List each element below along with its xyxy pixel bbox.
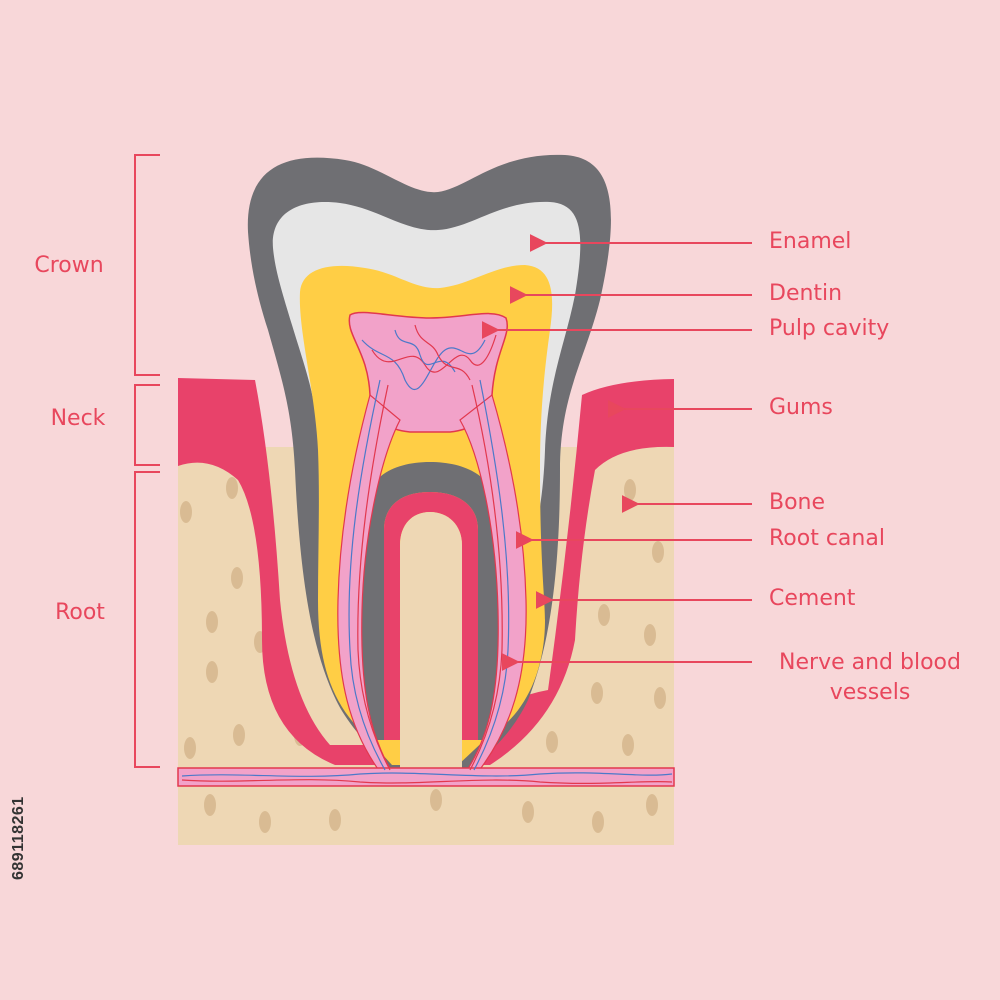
nerve-blood-vessels-label: Nerve and blood vessels <box>765 650 975 707</box>
neck-bracket <box>134 384 160 466</box>
stock-id-text: 689118261 <box>10 796 27 880</box>
neck-label: Neck <box>50 406 106 431</box>
dentin-label: Dentin <box>769 281 843 306</box>
nerve-canal-horizontal <box>177 767 675 787</box>
pointer-lines <box>481 234 752 671</box>
crown-label: Crown <box>34 253 104 278</box>
bone-label: Bone <box>769 490 826 515</box>
inner-gum-arch <box>384 492 478 740</box>
root-label: Root <box>55 600 105 625</box>
root-canal-label: Root canal <box>769 526 885 551</box>
inner-bone <box>400 512 462 768</box>
enamel-label: Enamel <box>769 229 852 254</box>
nerve-label-line2: vessels <box>829 680 911 706</box>
nerve-label-line1: Nerve and blood <box>779 650 961 675</box>
cement-label: Cement <box>769 586 856 611</box>
region-brackets <box>134 154 160 768</box>
blood-vessels <box>181 324 673 785</box>
crown-bracket <box>134 154 160 376</box>
root-bracket <box>134 471 160 768</box>
pulp-cavity-label: Pulp cavity <box>769 316 890 341</box>
gums-label: Gums <box>769 395 833 420</box>
